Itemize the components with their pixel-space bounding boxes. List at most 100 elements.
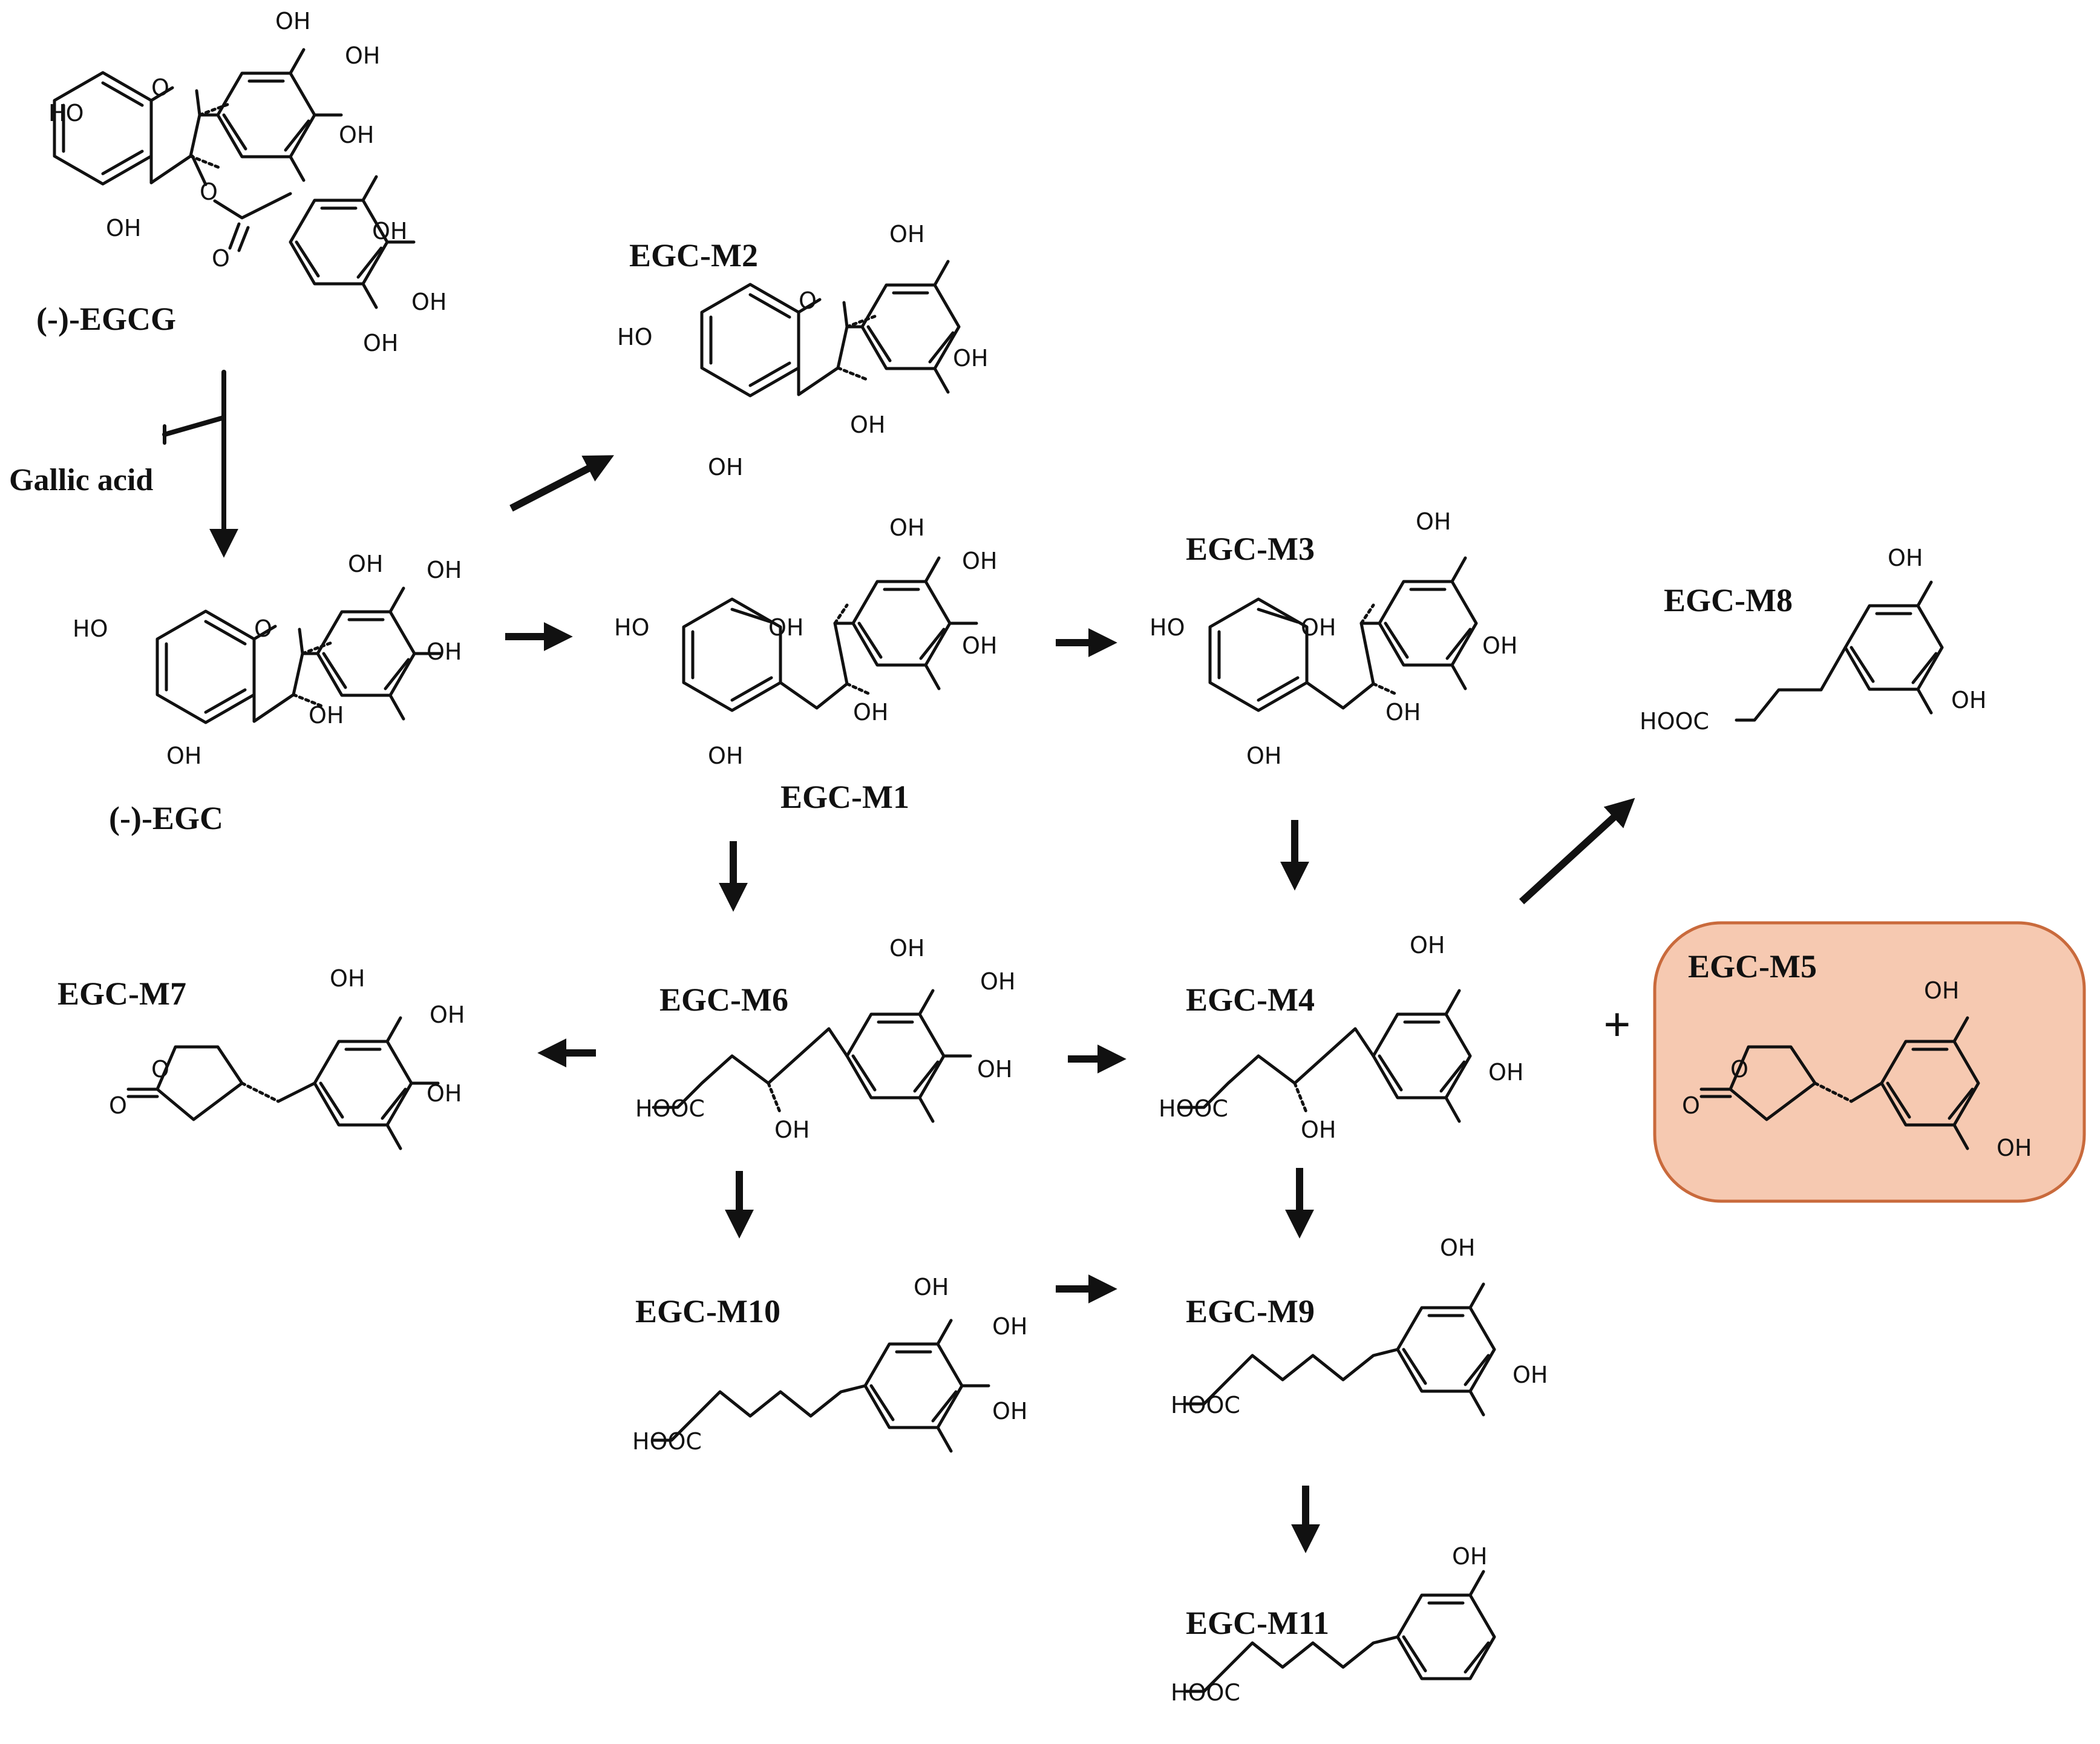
ring-oxygen: O xyxy=(151,74,169,101)
hydroxyl-label: OH xyxy=(992,1398,1027,1424)
hydroxyl-label: OH xyxy=(309,702,344,729)
hydroxyl-label: OH xyxy=(708,454,743,480)
hydroxyl-label: OH xyxy=(411,289,446,315)
hydroxyl-label: OH xyxy=(1385,699,1421,726)
hydroxyl-label: OH xyxy=(363,330,398,356)
arrow-m4-to-m8 xyxy=(1519,798,1635,905)
egc-m7-structure: O O OH OH OH EGC-M7 xyxy=(57,965,465,1149)
hydroxyl-label: OH xyxy=(1513,1362,1548,1388)
hydroxyl-label: HO xyxy=(48,100,83,126)
hydroxyl-label: OH xyxy=(166,743,201,769)
egc-m9-label: EGC-M9 xyxy=(1186,1293,1315,1329)
hydroxyl-label: OH xyxy=(962,632,997,659)
hydroxyl-label: OH xyxy=(1301,614,1336,641)
hydroxyl-label: OH xyxy=(768,614,803,641)
hydroxyl-label: HO xyxy=(614,614,649,641)
ring-oxygen: O xyxy=(254,615,272,642)
hydroxyl-label: OH xyxy=(992,1313,1027,1340)
hydroxyl-label: OH xyxy=(1416,508,1451,535)
egc-m11-structure: HOOC OH EGC-M11 xyxy=(1171,1543,1494,1706)
hydroxyl-label: OH xyxy=(1482,632,1517,659)
hydroxyl-label: OH xyxy=(339,122,374,148)
hydroxyl-label: OH xyxy=(275,8,310,34)
hydroxyl-label: OH xyxy=(427,557,462,583)
hydroxyl-label: OH xyxy=(427,638,462,665)
egc-m3-label: EGC-M3 xyxy=(1186,531,1315,567)
hydroxyl-label: OH xyxy=(1301,1116,1336,1143)
gallic-acid-branch: Gallic acid xyxy=(9,370,238,558)
egc-structure: O HO OH OH OH OH OH (-)-EGC xyxy=(73,551,462,836)
egc-m1-structure: HO OH OH OH OH OH OH EGC-M1 xyxy=(614,514,997,815)
egcg-label: (-)-EGCG xyxy=(36,301,176,337)
hydroxyl-label: OH xyxy=(1410,932,1445,959)
egc-m1-label: EGC-M1 xyxy=(780,779,909,815)
ring-oxygen: O xyxy=(1730,1056,1748,1083)
egc-m8-structure: HOOC OH OH EGC-M8 xyxy=(1640,545,1986,735)
egc-m5-highlight: O O OH OH EGC-M5 xyxy=(1653,921,2086,1203)
hydroxyl-label: OH xyxy=(914,1274,949,1300)
arrow-egc-to-m2 xyxy=(509,455,614,512)
egc-m9-structure: HOOC OH OH EGC-M9 xyxy=(1171,1234,1548,1418)
ester-oxygen: O xyxy=(200,179,218,205)
egc-m6-label: EGC-M6 xyxy=(659,982,788,1018)
carboxyl-label: HOOC xyxy=(635,1095,705,1122)
hydroxyl-label: OH xyxy=(850,411,885,438)
egc-m3-structure: HO OH OH OH OH OH EGC-M3 xyxy=(1150,508,1517,769)
hydroxyl-label: OH xyxy=(1951,687,1986,713)
hydroxyl-label: HO xyxy=(1150,614,1185,641)
carboxyl-label: HOOC xyxy=(1171,1679,1240,1706)
egc-m11-label: EGC-M11 xyxy=(1186,1605,1329,1641)
reaction-arrows xyxy=(505,455,1635,1553)
hydroxyl-label: OH xyxy=(1440,1234,1475,1261)
carboxyl-label: HOOC xyxy=(632,1428,702,1455)
egcg-b-ring xyxy=(218,50,341,180)
hydroxyl-label: OH xyxy=(774,1116,810,1143)
carboxyl-label: HOOC xyxy=(1640,708,1709,735)
hydroxyl-label: OH xyxy=(853,699,888,726)
hydroxyl-label: OH xyxy=(106,215,141,241)
egc-m10-label: EGC-M10 xyxy=(635,1293,780,1329)
egc-m7-label: EGC-M7 xyxy=(57,975,186,1012)
hydroxyl-label: OH xyxy=(348,551,383,577)
hydroxyl-label: OH xyxy=(708,743,743,769)
hydroxyl-label: OH xyxy=(889,514,924,541)
hydroxyl-label: OH xyxy=(1246,743,1281,769)
hydroxyl-label: OH xyxy=(1924,977,1959,1004)
ring-oxygen: O xyxy=(151,1056,169,1083)
egc-m4-label: EGC-M4 xyxy=(1186,982,1315,1018)
hydroxyl-label: OH xyxy=(330,965,365,992)
egcg-structure: O HO OH OH OH OH O O OH OH OH (-)-EGCG xyxy=(36,8,446,356)
hydroxyl-label: OH xyxy=(889,935,924,962)
hydroxyl-label: OH xyxy=(962,548,997,574)
hydroxyl-label: OH xyxy=(345,42,380,69)
egc-m8-label: EGC-M8 xyxy=(1664,582,1793,618)
hydroxyl-label: OH xyxy=(372,218,407,244)
carbonyl-oxygen: O xyxy=(212,245,230,272)
carboxyl-label: HOOC xyxy=(1159,1095,1228,1122)
hydroxyl-label: OH xyxy=(427,1080,462,1107)
hydroxyl-label: HO xyxy=(617,324,652,350)
egc-m5-label: EGC-M5 xyxy=(1688,948,1817,985)
hydroxyl-label: OH xyxy=(1452,1543,1487,1570)
gallic-acid-label: Gallic acid xyxy=(9,463,153,497)
hydroxyl-label: HO xyxy=(73,615,108,642)
egc-m4-structure: HOOC OH OH OH EGC-M4 xyxy=(1159,932,1523,1143)
plus-sign: + xyxy=(1603,998,1631,1052)
ring-oxygen: O xyxy=(799,287,817,314)
egc-m10-structure: HOOC OH OH OH EGC-M10 xyxy=(632,1274,1027,1455)
highlight-box xyxy=(1653,921,2086,1203)
carbonyl-oxygen: O xyxy=(1682,1092,1700,1119)
egc-m2-label: EGC-M2 xyxy=(629,237,758,274)
egc-m2-structure: O HO OH OH OH OH EGC-M2 xyxy=(617,221,988,480)
hydroxyl-label: OH xyxy=(980,968,1015,995)
carboxyl-label: HOOC xyxy=(1171,1392,1240,1418)
hydroxyl-label: OH xyxy=(1488,1059,1523,1086)
carbonyl-oxygen: O xyxy=(109,1092,127,1119)
hydroxyl-label: OH xyxy=(1997,1135,2032,1161)
hydroxyl-label: OH xyxy=(430,1001,465,1028)
egc-m6-structure: HOOC OH OH OH OH EGC-M6 xyxy=(635,935,1015,1143)
hydroxyl-label: OH xyxy=(953,345,988,372)
egc-label: (-)-EGC xyxy=(109,800,223,836)
hydroxyl-label: OH xyxy=(889,221,924,248)
